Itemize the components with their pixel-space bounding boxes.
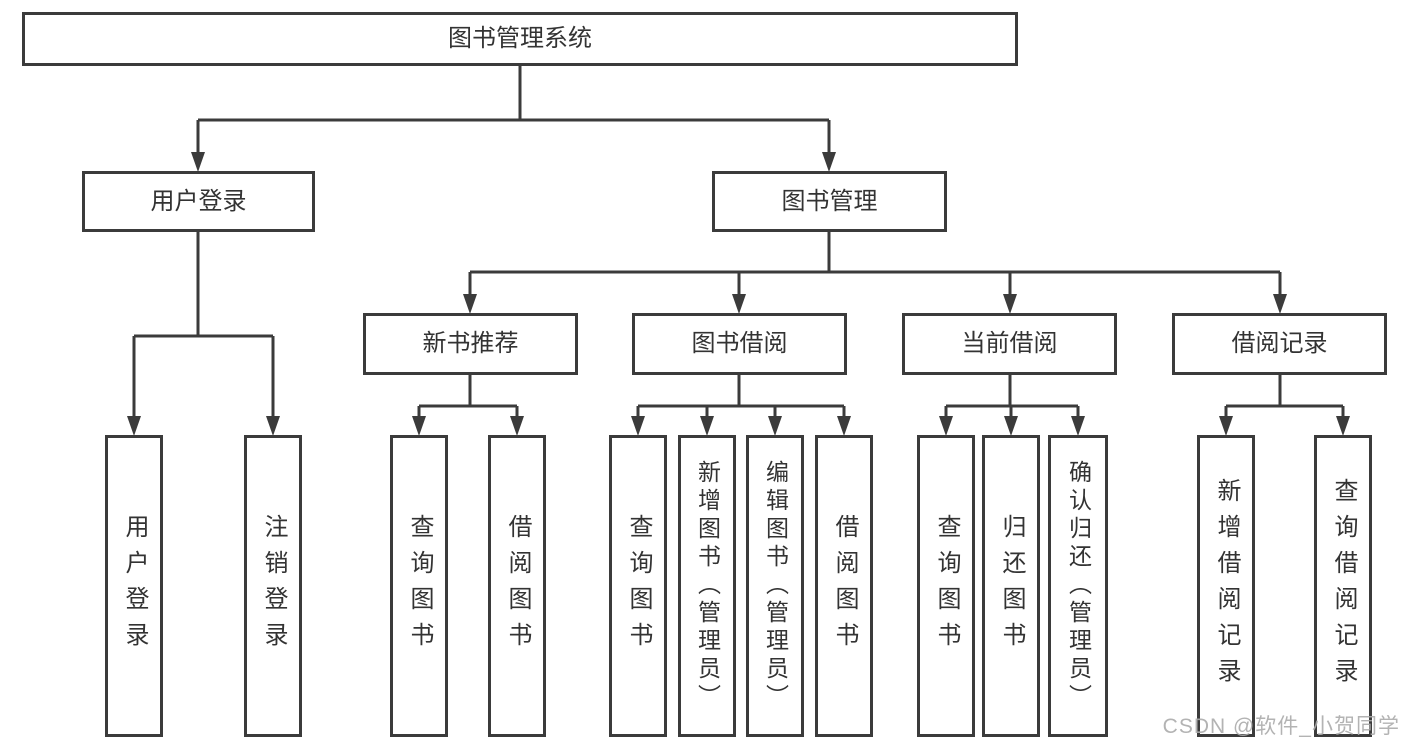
leaf-add-borrow-record: 新增借阅记录 bbox=[1197, 435, 1255, 737]
arrow-icon bbox=[837, 416, 851, 436]
arrow-icon bbox=[822, 152, 836, 172]
leaf-edit-book-admin: 编辑图书（管理员） bbox=[746, 435, 804, 737]
leaf-label: 查询图书 bbox=[933, 514, 960, 658]
node-label: 用户登录 bbox=[150, 187, 247, 215]
connector-user-login-group bbox=[132, 232, 275, 419]
leaf-label: 新增图书（管理员） bbox=[694, 460, 721, 712]
leaf-borrow-books-recommend: 借阅图书 bbox=[488, 435, 546, 737]
arrow-icon bbox=[266, 416, 280, 436]
node-library-system: 图书管理系统 bbox=[22, 12, 1018, 66]
arrow-icon bbox=[510, 416, 524, 436]
connector-new-book-group bbox=[417, 375, 519, 419]
arrow-icon bbox=[1273, 294, 1287, 314]
leaf-confirm-return-admin: 确认归还（管理员） bbox=[1048, 435, 1108, 737]
arrow-icon bbox=[939, 416, 953, 436]
node-current-borrowing: 当前借阅 bbox=[902, 313, 1117, 375]
node-new-book-recommend: 新书推荐 bbox=[363, 313, 578, 375]
node-label: 新书推荐 bbox=[422, 330, 519, 357]
leaf-return-books: 归还图书 bbox=[982, 435, 1040, 737]
leaf-label: 借阅图书 bbox=[504, 514, 531, 658]
arrow-icon bbox=[463, 294, 477, 314]
arrowheads bbox=[127, 152, 1350, 436]
node-label: 图书借阅 bbox=[691, 330, 788, 357]
leaf-query-books-borrowing: 查询图书 bbox=[609, 435, 667, 737]
arrow-icon bbox=[1004, 416, 1018, 436]
node-label: 图书管理系统 bbox=[448, 25, 592, 52]
arrow-icon bbox=[191, 152, 205, 172]
arrow-icon bbox=[1071, 416, 1085, 436]
node-user-login: 用户登录 bbox=[82, 171, 315, 232]
node-label: 借阅记录 bbox=[1231, 330, 1328, 357]
arrow-icon bbox=[412, 416, 426, 436]
leaf-label: 确认归还（管理员） bbox=[1065, 460, 1092, 712]
node-label: 当前借阅 bbox=[961, 330, 1058, 357]
leaf-user-login: 用户登录 bbox=[105, 435, 163, 737]
leaf-label: 用户登录 bbox=[121, 514, 148, 658]
arrow-icon bbox=[1219, 416, 1233, 436]
leaf-query-books-current: 查询图书 bbox=[917, 435, 975, 737]
connector-root-to-level2 bbox=[196, 66, 831, 155]
leaf-logout: 注销登录 bbox=[244, 435, 302, 737]
leaf-borrow-books-borrowing: 借阅图书 bbox=[815, 435, 873, 737]
leaf-label: 归还图书 bbox=[998, 514, 1025, 658]
node-book-borrowing: 图书借阅 bbox=[632, 313, 847, 375]
connector-book-management-rail bbox=[468, 232, 1282, 297]
leaf-label: 编辑图书（管理员） bbox=[762, 460, 789, 712]
leaf-label: 查询借阅记录 bbox=[1330, 478, 1357, 694]
connector-current-borrowing-group bbox=[944, 375, 1080, 419]
leaf-label: 查询图书 bbox=[406, 514, 433, 658]
node-label: 图书管理 bbox=[781, 187, 878, 215]
leaf-add-book-admin: 新增图书（管理员） bbox=[678, 435, 736, 737]
leaf-query-books-recommend: 查询图书 bbox=[390, 435, 448, 737]
arrow-icon bbox=[631, 416, 645, 436]
node-book-management: 图书管理 bbox=[712, 171, 947, 232]
connector-book-borrowing-group bbox=[636, 375, 846, 419]
arrow-icon bbox=[1003, 294, 1017, 314]
arrow-icon bbox=[1336, 416, 1350, 436]
leaf-query-borrow-record: 查询借阅记录 bbox=[1314, 435, 1372, 737]
arrow-icon bbox=[700, 416, 714, 436]
leaf-label: 借阅图书 bbox=[831, 514, 858, 658]
leaf-label: 注销登录 bbox=[260, 514, 287, 658]
arrow-icon bbox=[732, 294, 746, 314]
arrow-icon bbox=[127, 416, 141, 436]
leaf-label: 查询图书 bbox=[625, 514, 652, 658]
arrow-icon bbox=[768, 416, 782, 436]
leaf-label: 新增借阅记录 bbox=[1213, 478, 1240, 694]
node-borrowing-records: 借阅记录 bbox=[1172, 313, 1387, 375]
connector-borrow-records-group bbox=[1224, 375, 1345, 419]
csdn-watermark: CSDN @软件_小贺同学 bbox=[1162, 715, 1400, 738]
